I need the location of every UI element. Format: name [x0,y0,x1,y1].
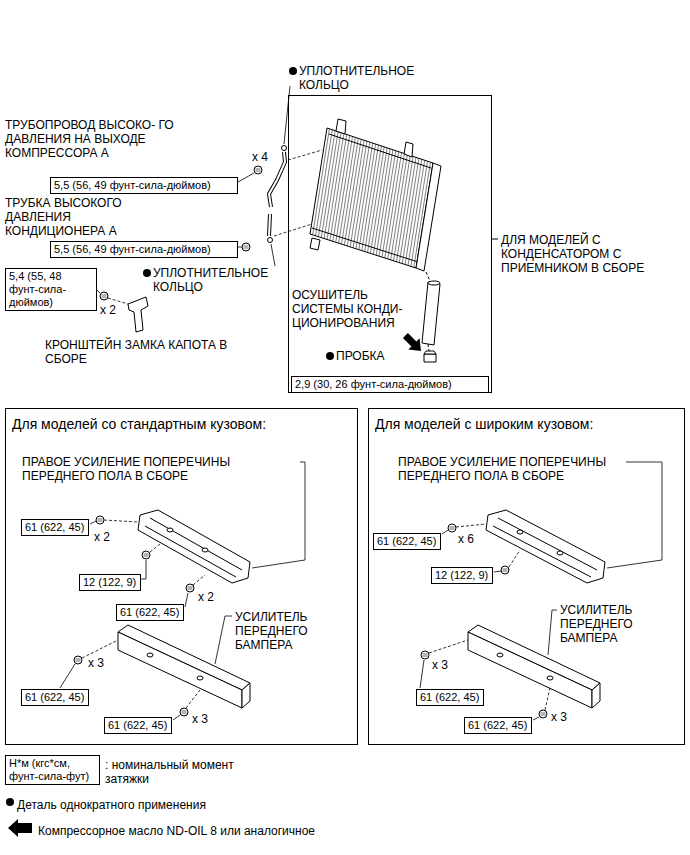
torque-box: 12 (122, 9) [79,574,141,591]
torque-box: 5,5 (56, 49 фунт-сила-дюймов) [50,241,238,258]
torque-value: 61 (622, 45) [420,691,480,704]
quantity-label: x 3 [192,712,208,726]
part-label: УСИЛИТЕЛЬ ПЕРЕДНЕГО БАМПЕРА [560,603,660,645]
torque-box: 5,4 (55, 48 фунт-сила-дюймов) [5,268,97,311]
label-anchor: x 2 [100,303,116,317]
torque-value: 5,5 (56, 49 фунт-сила-дюймов) [54,179,234,192]
quantity-label: x 2 [94,530,110,544]
panel-heading: Для моделей с широким кузовом: [375,416,593,433]
part-label: ПРОБКА [336,349,385,363]
label-anchor: x 4 [252,150,268,164]
torque-value: 61 (622, 45) [25,521,85,534]
quantity-label: x 4 [252,150,268,164]
label-anchor: x 2 [198,590,214,604]
torque-value: 61 (622, 45) [120,606,180,619]
label-anchor: КРОНШТЕЙН ЗАМКА КАПОТА В СБОРЕ [45,338,255,366]
label-anchor: ПРАВОЕ УСИЛЕНИЕ ПОПЕРЕЧИНЫ ПЕРЕДНЕГО ПОЛ… [398,455,623,483]
quantity-label: x 6 [458,532,474,546]
quantity-label: x 3 [551,710,567,724]
torque-box: 61 (622, 45) [21,519,89,536]
torque-box: 61 (622, 45) [104,717,172,734]
standard-body-drawing [60,462,305,720]
label-anchor: УПЛОТНИТЕЛЬНОЕ КОЛЬЦО [153,266,278,294]
part-label: : номинальный момент затяжки [105,758,235,786]
label-anchor: ТРУБКА ВЫСОКОГО ДАВЛЕНИЯ КОНДИЦИОНЕРА А [5,196,143,238]
torque-value: Н*м (кгс*см, фунт-сила-фут) [9,757,96,783]
label-anchor: x 2 [94,530,110,544]
torque-box: 61 (622, 45) [416,689,484,706]
legend-row: Деталь однократного применения [17,795,206,813]
torque-box: 61 (622, 45) [116,604,184,621]
quantity-label: x 2 [100,303,116,317]
quantity-label: x 2 [198,590,214,604]
label-anchor: x 3 [551,710,567,724]
part-label: УПЛОТНИТЕЛЬНОЕ КОЛЬЦО [299,64,434,92]
torque-value: 12 (122, 9) [83,576,137,589]
quantity-label: x 3 [88,656,104,670]
label-anchor: УСИЛИТЕЛЬ ПЕРЕДНЕГО БАМПЕРА [235,610,335,652]
legend-row: Компрессорное масло ND-OIL 8 или аналоги… [38,821,315,839]
torque-box: 5,5 (56, 49 фунт-сила-дюймов) [50,177,238,194]
label-anchor: x 3 [88,656,104,670]
label-anchor: x 3 [192,712,208,726]
torque-value: 5,5 (56, 49 фунт-сила-дюймов) [54,243,234,256]
torque-box: 12 (122, 9) [431,567,493,584]
torque-value: 5,4 (55, 48 фунт-сила-дюймов) [9,270,93,309]
quantity-label: x 3 [432,658,448,672]
torque-box: 61 (622, 45) [21,689,89,706]
part-label: ТРУБКА ВЫСОКОГО ДАВЛЕНИЯ КОНДИЦИОНЕРА А [5,196,143,238]
part-label: ТРУБОПРОВОД ВЫСОКО- ГО ДАВЛЕНИЯ НА ВЫХОД… [5,118,183,160]
condenser-drawing [310,119,441,281]
label-anchor: УСИЛИТЕЛЬ ПЕРЕДНЕГО БАМПЕРА [560,603,660,645]
torque-box: 2,9 (30, 26 фунт-сила-дюймов) [291,376,489,393]
part-label: КРОНШТЕЙН ЗАМКА КАПОТА В СБОРЕ [45,338,255,366]
legend-text: Деталь однократного применения [17,798,206,812]
label-anchor: ПРАВОЕ УСИЛЕНИЕ ПОПЕРЕЧИНЫ ПЕРЕДНЕГО ПОЛ… [22,455,292,483]
torque-value: 61 (622, 45) [377,535,437,548]
label-anchor: x 6 [458,532,474,546]
label-anchor: : номинальный момент затяжки [105,758,235,786]
part-label: УПЛОТНИТЕЛЬНОЕ КОЛЬЦО [153,266,278,294]
hood-bracket-drawing [97,290,148,332]
label-anchor: ТРУБОПРОВОД ВЫСОКО- ГО ДАВЛЕНИЯ НА ВЫХОД… [5,118,183,160]
variant-region: ДЛЯ МОДЕЛЕЙ С КОНДЕНСАТОРОМ С ПРИЕМНИКОМ… [288,95,492,393]
label-anchor: ОСУШИТЕЛЬ СИСТЕМЫ КОНДИ- ЦИОНИРОВАНИЯ [292,288,417,330]
legend-text: Компрессорное масло ND-OIL 8 или аналоги… [38,824,315,838]
part-label: УСИЛИТЕЛЬ ПЕРЕДНЕГО БАМПЕРА [235,610,335,652]
torque-value: 61 (622, 45) [108,719,168,732]
torque-box: Н*м (кгс*см, фунт-сила-фут) [5,755,100,785]
wide-body-drawing [420,462,662,720]
torque-value: 61 (622, 45) [25,691,85,704]
panel-heading: Для моделей со стандартным кузовом: [12,416,266,433]
label-anchor: УПЛОТНИТЕЛЬНОЕ КОЛЬЦО [299,64,434,92]
torque-value: 12 (122, 9) [435,569,489,582]
torque-box: 61 (622, 45) [373,533,441,550]
part-label: ПРАВОЕ УСИЛЕНИЕ ПОПЕРЕЧИНЫ ПЕРЕДНЕГО ПОЛ… [398,455,623,483]
region-heading: ДЛЯ МОДЕЛЕЙ С КОНДЕНСАТОРОМ С ПРИЕМНИКОМ… [501,233,686,275]
label-anchor: ПРОБКА [336,349,385,363]
part-label: ОСУШИТЕЛЬ СИСТЕМЫ КОНДИ- ЦИОНИРОВАНИЯ [292,288,417,330]
label-anchor: x 3 [432,658,448,672]
torque-value: 2,9 (30, 26 фунт-сила-дюймов) [295,378,485,391]
torque-value: 61 (622, 45) [468,719,528,732]
torque-box: 61 (622, 45) [464,717,532,734]
part-label: ПРАВОЕ УСИЛЕНИЕ ПОПЕРЕЧИНЫ ПЕРЕДНЕГО ПОЛ… [22,455,292,483]
